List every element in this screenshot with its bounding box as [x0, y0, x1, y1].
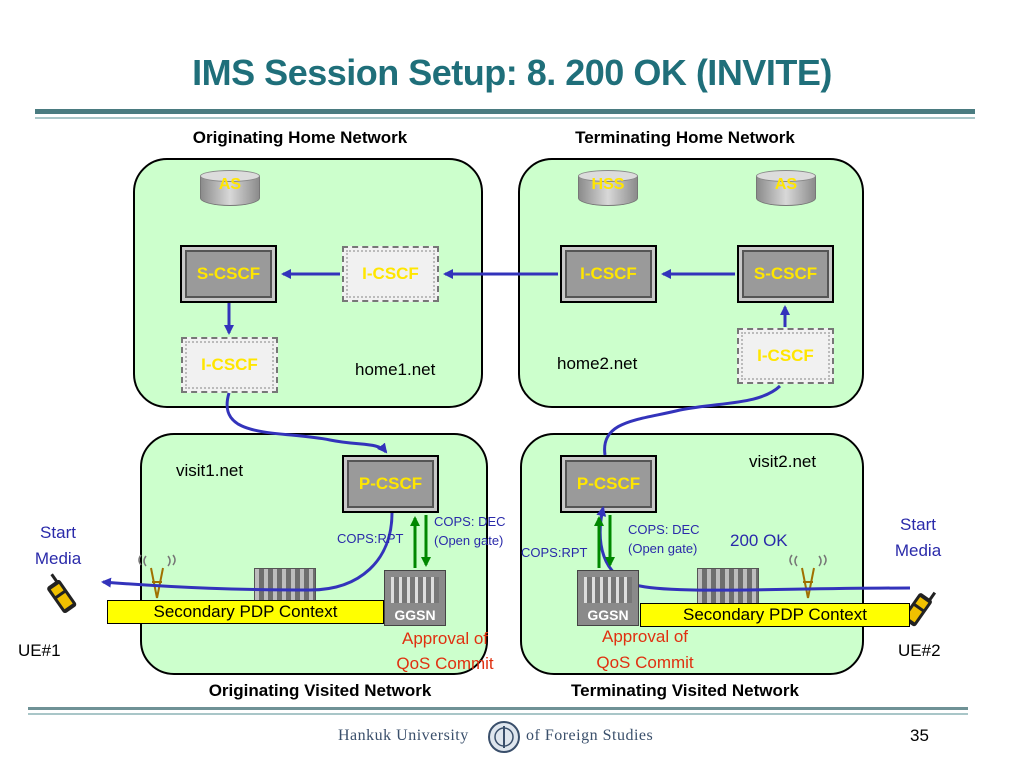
arrow-ue2-to-pcscf2 — [596, 506, 911, 592]
ok-200-label: 200 OK — [730, 531, 788, 550]
university-seal-icon — [488, 721, 520, 753]
term-home-label: Terminating Home Network — [575, 128, 795, 147]
i-cscf-orig-top: I-CSCF — [342, 246, 439, 302]
ggsn-label: GGSN — [587, 607, 629, 623]
visit2-domain: visit2.net — [749, 452, 817, 471]
page-title: IMS Session Setup: 8. 200 OK (INVITE) — [192, 52, 832, 93]
visit1-domain: visit1.net — [176, 461, 244, 480]
qos-commit-label-orig: QoS Commit — [396, 654, 494, 673]
as-label: AS — [218, 176, 242, 193]
term-visit-label: Terminating Visited Network — [571, 681, 799, 700]
cops-dec-label-orig: COPS: DEC — [434, 514, 506, 529]
arrow-pcscf2-to-icscf2low — [603, 384, 782, 456]
ggsn-term: GGSN — [577, 570, 639, 626]
as-database-orig: AS — [200, 170, 260, 210]
open-gate-label-orig: (Open gate) — [434, 533, 504, 548]
cops-dec-label-term: COPS: DEC — [628, 522, 700, 537]
pdp-context-orig: Secondary PDP Context — [107, 600, 384, 624]
i-cscf-term-low: I-CSCF — [737, 328, 834, 384]
title-divider-thin — [35, 117, 975, 119]
qos-commit-label-term: QoS Commit — [596, 653, 694, 672]
ggsn-label: GGSN — [394, 607, 436, 623]
cops-rpt-label-term: COPS:RPT — [521, 545, 588, 560]
cops-rpt-label-orig: COPS:RPT — [337, 531, 404, 546]
approval-label-orig: Approval of — [402, 629, 488, 648]
home2-domain: home2.net — [557, 354, 638, 373]
phone-icon-ue2 — [902, 591, 937, 627]
ggsn-orig: GGSN — [384, 570, 446, 626]
media-label-ue2: Media — [894, 541, 942, 560]
title-divider — [35, 109, 975, 114]
university-name-right: of Foreign Studies — [526, 727, 654, 744]
as-label: AS — [774, 176, 798, 193]
orig-visit-label: Originating Visited Network — [208, 681, 432, 700]
orig-home-label: Originating Home Network — [192, 128, 408, 147]
antenna-icon-term — [789, 554, 827, 599]
hss-database: HSS — [578, 170, 638, 210]
s-cscf-term: S-CSCF — [737, 245, 834, 303]
p-cscf-orig: P-CSCF — [342, 455, 439, 513]
page-number: 35 — [910, 726, 929, 745]
pdp-context-term: Secondary PDP Context — [640, 603, 910, 627]
p-cscf-term: P-CSCF — [560, 455, 657, 513]
hss-label: HSS — [591, 176, 625, 193]
start-label-ue2: Start — [900, 515, 936, 534]
ue1-label: UE#1 — [18, 641, 61, 660]
s-cscf-orig: S-CSCF — [180, 245, 277, 303]
footer-divider-thin — [28, 713, 968, 715]
arrow-icscf1low-to-pcscf1 — [225, 392, 388, 454]
approval-label-term: Approval of — [602, 627, 688, 646]
phone-icon-ue1 — [47, 573, 77, 614]
arrow-pcscf1-to-ue1 — [101, 512, 394, 592]
start-label-ue1: Start — [40, 523, 76, 542]
ue2-label: UE#2 — [898, 641, 941, 660]
i-cscf-orig-low: I-CSCF — [181, 337, 278, 393]
university-name-left: Hankuk University — [338, 727, 469, 744]
home1-domain: home1.net — [355, 360, 436, 379]
open-gate-label-term: (Open gate) — [628, 541, 698, 556]
footer-divider — [28, 707, 968, 710]
media-label-ue1: Media — [34, 549, 82, 568]
antenna-icon-orig — [138, 554, 176, 599]
as-database-term: AS — [756, 170, 816, 210]
i-cscf-term-top: I-CSCF — [560, 245, 657, 303]
